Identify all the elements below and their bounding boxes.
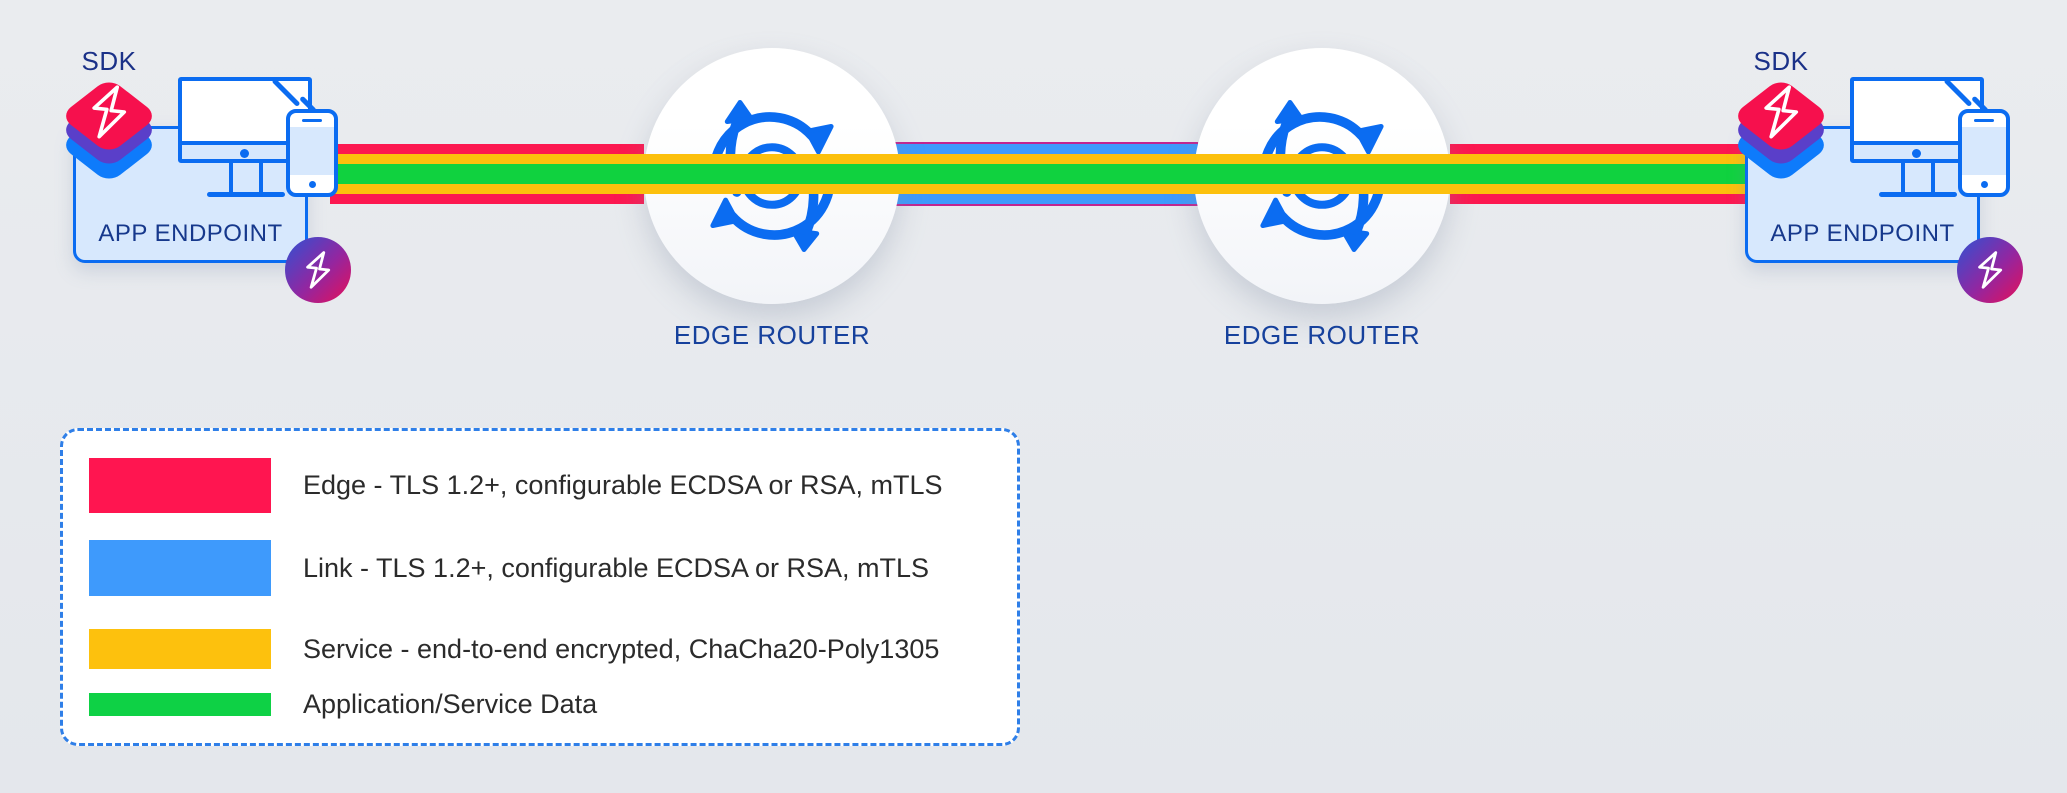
link-stripe-top <box>888 144 1198 154</box>
ziti-gradient-badge <box>1957 237 2023 303</box>
sdk-label: SDK <box>1753 46 1809 76</box>
phone-speaker <box>1974 119 1994 122</box>
edge-router-label-left: EDGE ROUTER <box>673 320 871 350</box>
phone-home-dot <box>1981 181 1988 188</box>
legend-item-data: Application/Service Data <box>89 689 997 719</box>
edge-stripe-right-top <box>1450 144 1758 154</box>
monitor-stand <box>229 163 263 193</box>
link-stripe-hairline-bottom <box>888 204 1198 206</box>
legend-label-service: Service - end-to-end encrypted, ChaCha20… <box>303 633 940 664</box>
legend-item-service: Service - end-to-end encrypted, ChaCha20… <box>89 629 997 669</box>
application-data-stripe <box>330 164 1750 184</box>
legend-box: Edge - TLS 1.2+, configurable ECDSA or R… <box>60 428 1020 746</box>
link-stripe-bottom <box>888 194 1198 204</box>
app-endpoint-label: APP ENDPOINT <box>1770 220 1955 247</box>
legend-swatch-data <box>89 693 271 716</box>
app-endpoint-label: APP ENDPOINT <box>98 220 283 247</box>
service-stripe-top <box>330 154 1750 164</box>
legend-label-data: Application/Service Data <box>303 689 598 719</box>
legend-label-edge: Edge - TLS 1.2+, configurable ECDSA or R… <box>303 470 943 500</box>
ziti-gradient-badge <box>285 237 351 303</box>
app-endpoint-right: SDK APP ENDPOINT <box>1727 28 2027 313</box>
ziti-bolt-icon <box>1978 251 2003 289</box>
ziti-bolt-icon <box>92 85 127 139</box>
legend-swatch-service <box>89 629 271 669</box>
app-endpoint-left: SDK APP ENDPOINT <box>55 28 355 313</box>
phone-home-dot <box>309 181 316 188</box>
edge-stripe-right-bottom <box>1450 194 1758 204</box>
legend-swatch-edge <box>89 458 271 513</box>
edge-stripe-left-bottom <box>330 194 644 204</box>
edge-stripe-left-top <box>330 144 644 154</box>
monitor-base <box>207 192 285 197</box>
phone-icon <box>1958 109 2010 197</box>
sdk-label: SDK <box>81 46 137 76</box>
phone-speaker <box>302 119 322 122</box>
ziti-bolt-icon <box>306 251 331 289</box>
ziti-bolt-icon <box>1764 85 1799 139</box>
legend-swatch-link <box>89 540 271 596</box>
monitor-stand <box>1901 163 1935 193</box>
monitor-base <box>1879 192 1957 197</box>
monitor-camera-dot <box>1912 149 1921 158</box>
link-stripe-hairline-top <box>888 142 1198 144</box>
phone-icon <box>286 109 338 197</box>
service-stripe-bottom <box>330 184 1750 194</box>
monitor-camera-dot <box>240 149 249 158</box>
legend-item-edge: Edge - TLS 1.2+, configurable ECDSA or R… <box>89 458 997 513</box>
legend-label-link: Link - TLS 1.2+, configurable ECDSA or R… <box>303 552 930 583</box>
legend-item-link: Link - TLS 1.2+, configurable ECDSA or R… <box>89 540 997 596</box>
edge-router-label-right: EDGE ROUTER <box>1223 320 1421 350</box>
